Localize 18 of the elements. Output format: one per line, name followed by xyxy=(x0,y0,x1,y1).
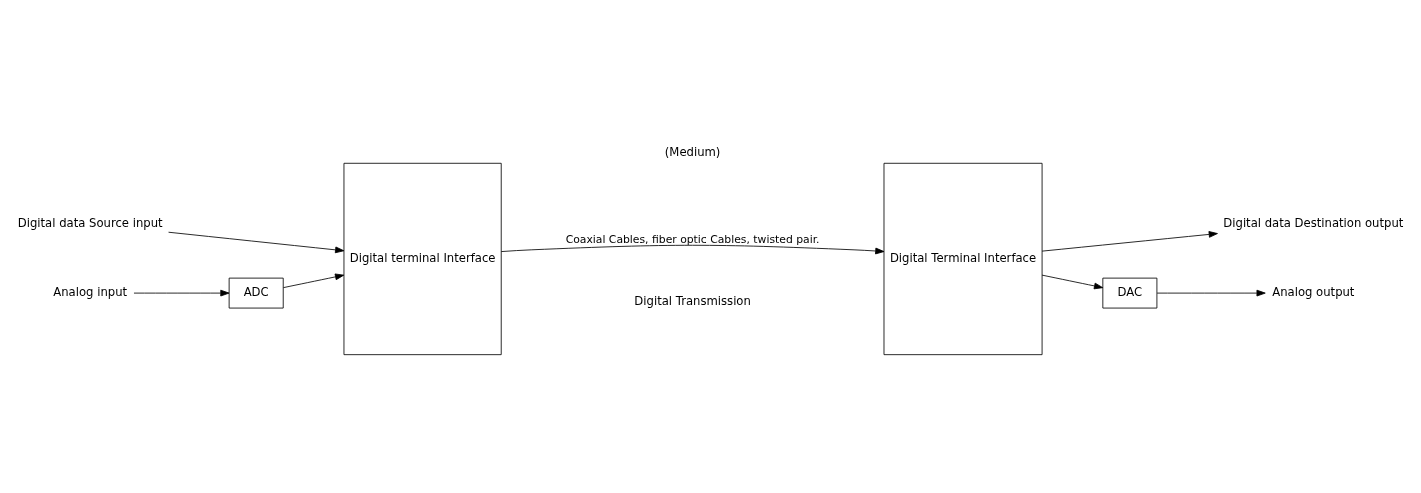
label: Digital Transmission xyxy=(634,294,751,309)
node-text: Analog input xyxy=(53,285,128,300)
arrow xyxy=(1041,231,1218,252)
node-box: DAC xyxy=(1102,277,1158,309)
arrow xyxy=(1041,274,1104,290)
node-text: Digital data Source input xyxy=(17,216,163,231)
node-box: ADC xyxy=(228,277,284,309)
node-box: Digital Terminal Interface xyxy=(883,162,1043,356)
arrow xyxy=(168,231,345,254)
arrow xyxy=(1156,289,1266,297)
arrow xyxy=(133,289,230,297)
arrow xyxy=(500,244,885,255)
label: (Medium) xyxy=(664,145,721,160)
node-text: Digital data Destination output xyxy=(1223,216,1404,231)
edge-label: Coaxial Cables, fiber optic Cables, twisted pair. xyxy=(565,232,820,246)
arrow xyxy=(283,273,345,289)
node-text: Analog output xyxy=(1272,285,1355,300)
node-box: Digital terminal Interface xyxy=(343,162,502,356)
